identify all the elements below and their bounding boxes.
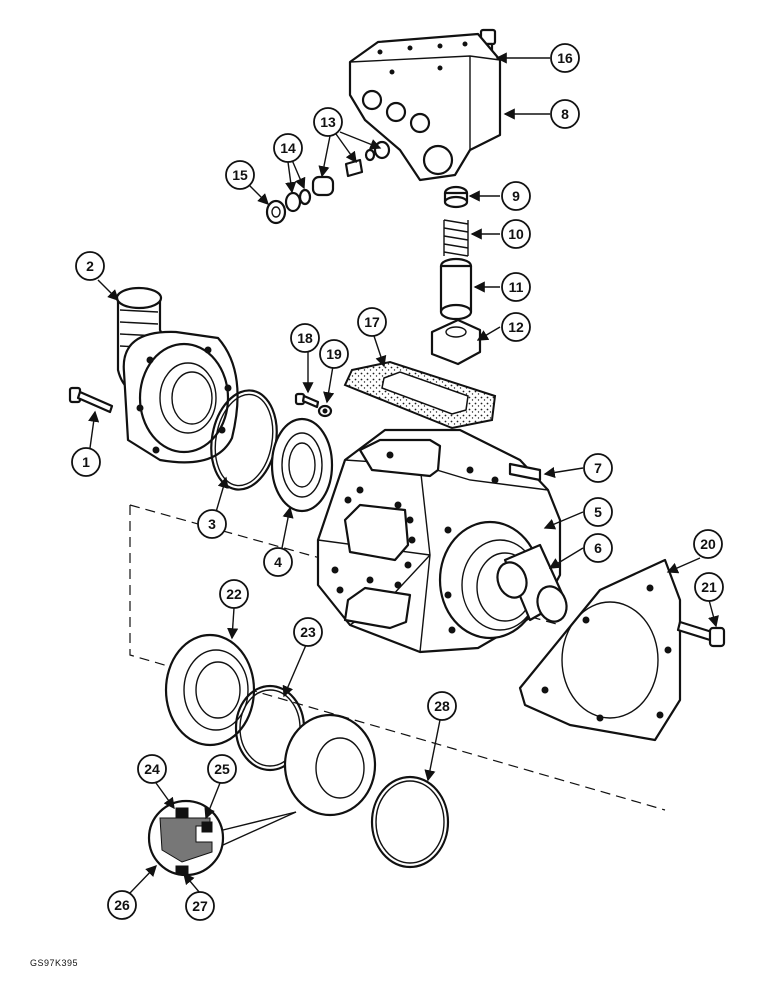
callout-label: 22 [226,586,242,602]
callout-13: 13 [313,107,343,137]
callout-5: 5 [583,497,613,527]
part-spring-cap [443,185,469,209]
part-shaft-key [508,462,542,482]
callout-9: 9 [501,181,531,211]
part-spring [443,219,469,257]
callout-label: 1 [82,454,90,470]
callout-label: 26 [114,897,130,913]
callout-7: 7 [583,453,613,483]
callout-label: 27 [192,898,208,914]
callout-label: 3 [208,516,216,532]
part-shaft-seal [283,713,377,817]
part-valve-block [430,318,482,366]
callout-label: 2 [86,258,94,274]
callout-22: 22 [219,579,249,609]
callout-label: 14 [280,140,296,156]
body-bolt-holes [331,451,499,634]
callout-12: 12 [501,312,531,342]
callout-10: 10 [501,219,531,249]
callout-11: 11 [501,272,531,302]
callout-label: 17 [364,314,380,330]
callout-2: 2 [75,251,105,281]
callout-label: 12 [508,319,524,335]
callout-20: 20 [693,529,723,559]
callout-14: 14 [273,133,303,163]
part-inlet-elbow [115,286,239,464]
part-gasket [343,360,497,430]
part-gasket-bolt [294,392,320,409]
part-plug [265,199,287,225]
part-washer-pair [284,188,312,213]
callout-24: 24 [137,754,167,784]
part-check-valve-set [311,140,391,197]
callout-label: 16 [557,50,573,66]
callout-label: 15 [232,167,248,183]
callout-label: 25 [214,761,230,777]
callout-label: 9 [512,188,520,204]
callout-leaders [88,52,719,894]
callout-16: 16 [550,43,580,73]
callout-18: 18 [290,323,320,353]
callout-17: 17 [357,307,387,337]
part-drive-shaft [496,543,568,623]
callout-label: 20 [700,536,716,552]
callout-label: 13 [320,114,336,130]
callout-15: 15 [225,160,255,190]
callout-label: 5 [594,504,602,520]
callout-label: 4 [274,554,282,570]
callout-8: 8 [550,99,580,129]
callout-19: 19 [319,339,349,369]
callout-label: 23 [300,624,316,640]
callout-1: 1 [71,447,101,477]
reference-code: GS97K395 [30,958,79,968]
callout-25: 25 [207,754,237,784]
part-small-washer [317,404,333,418]
part-rear-bearing [164,633,256,747]
callout-label: 18 [297,330,313,346]
part-flange-bolt [68,386,114,414]
callout-26: 26 [107,890,137,920]
callout-21: 21 [694,572,724,602]
part-cover-bolt [676,620,726,648]
callout-label: 28 [434,698,450,714]
part-front-bearing [270,417,334,513]
callout-label: 21 [701,579,717,595]
callout-label: 10 [508,226,524,242]
callout-27: 27 [185,891,215,921]
seal-section-detail [147,799,297,877]
part-piston [439,257,473,321]
callout-3: 3 [197,509,227,539]
callout-label: 19 [326,346,342,362]
callout-label: 11 [509,279,524,295]
part-pump-body [316,428,562,654]
callout-4: 4 [263,547,293,577]
callout-label: 7 [594,460,602,476]
callout-6: 6 [583,533,613,563]
callout-28: 28 [427,691,457,721]
callout-label: 24 [144,761,160,777]
callout-23: 23 [293,617,323,647]
part-retaining-ring [370,775,450,869]
part-valve-housing [348,32,502,182]
callout-label: 8 [561,106,569,122]
part-cover-plate [518,558,682,742]
callout-label: 6 [594,540,602,556]
